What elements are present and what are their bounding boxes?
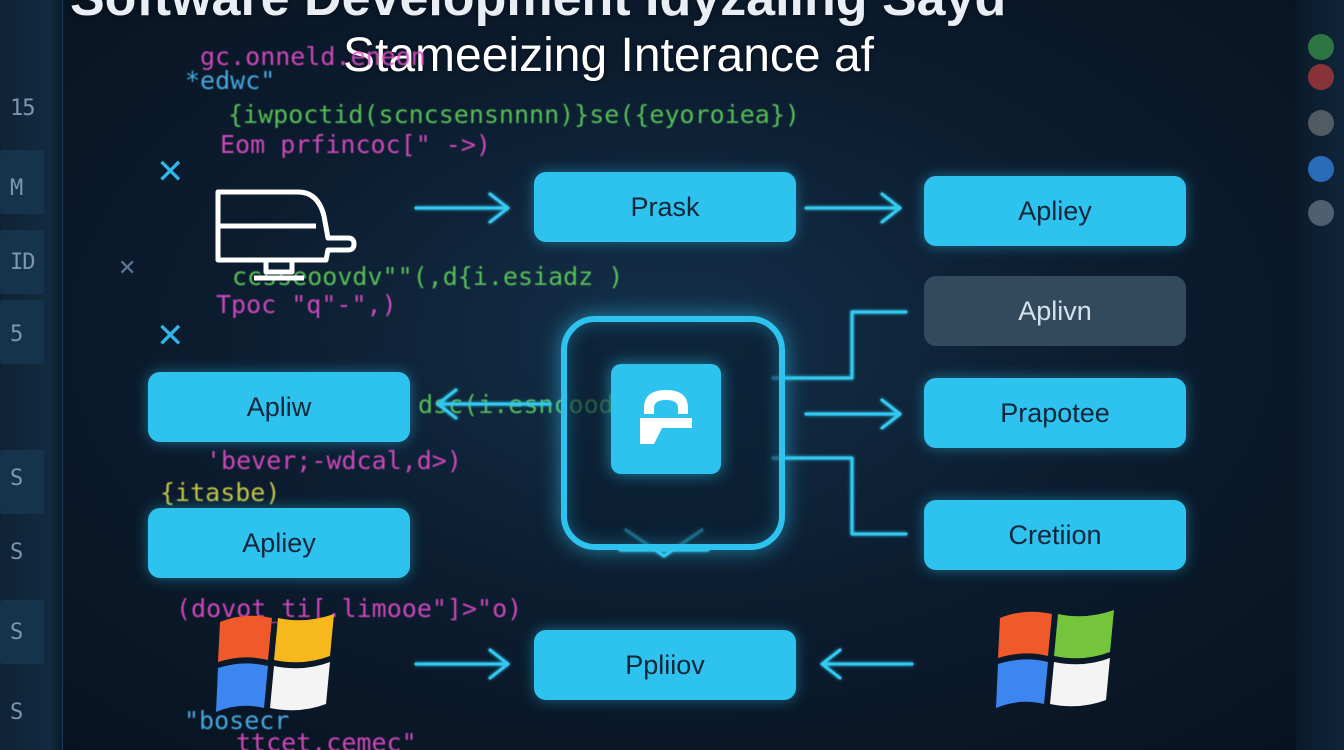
sidebar-label: 5 — [10, 322, 23, 347]
node-box-ppliiov[interactable]: Ppliiov — [534, 630, 796, 700]
page-subtitle: Stameeizing Interance af — [343, 29, 874, 82]
sidebar-block — [0, 600, 44, 664]
node-box-apliey[interactable]: Apliey — [924, 176, 1186, 246]
sidebar-label: S — [10, 700, 23, 725]
status-dot — [1308, 64, 1334, 90]
connector-elbow — [771, 456, 908, 536]
arrow-head — [488, 192, 510, 224]
code-line: Tpoc "q"-",) — [216, 290, 397, 319]
code-line: "bosecr — [184, 706, 290, 735]
node-box-prapotee[interactable]: Prapotee — [924, 378, 1186, 448]
status-dot — [1308, 200, 1334, 226]
close-icon: ✕ — [156, 152, 185, 192]
sidebar-block — [0, 150, 44, 214]
left-sidebar: 15 M ID 5 S S S S — [0, 0, 63, 750]
arrow-head — [488, 648, 510, 680]
arrow-head — [436, 388, 458, 420]
arrow-head — [820, 648, 842, 680]
sidebar-label: S — [10, 466, 23, 491]
page-title: Software Development Idyzaling Sayd — [70, 0, 1270, 28]
sidebar-block — [0, 450, 44, 514]
windows-logo-icon — [216, 614, 334, 712]
code-line: 'bever;-wdcal,d>) — [206, 446, 462, 475]
close-icon: ✕ — [156, 316, 185, 356]
node-box-cretiion[interactable]: Cretiion — [924, 500, 1186, 570]
code-line: *edwc" — [185, 66, 276, 95]
code-line: Eom prfincoc[" ->) — [220, 130, 491, 159]
node-box-apliey-left[interactable]: Apliey — [148, 508, 410, 578]
sidebar-label: S — [10, 620, 23, 645]
status-dot — [1308, 34, 1334, 60]
connector-elbow — [771, 310, 908, 380]
sidebar-label: 15 — [10, 96, 35, 121]
lock-icon — [640, 390, 692, 444]
node-box-apliw[interactable]: Apliw — [148, 372, 410, 442]
sidebar-label: ID — [10, 250, 35, 275]
sidebar-block — [0, 230, 44, 294]
code-line: ttcet.cemec" — [236, 728, 417, 750]
node-box-aplivn[interactable]: Aplivn — [924, 276, 1186, 346]
status-dot — [1308, 110, 1334, 136]
code-line: {iwpoctid(scncsensnnnn)}se({eyoroiea}) — [228, 100, 800, 129]
sidebar-label: M — [10, 176, 23, 201]
ssd-drive-icon — [215, 189, 357, 281]
code-line: gc.onneld.eneon — [200, 42, 426, 71]
sidebar-label: S — [10, 540, 23, 565]
right-sidebar — [1296, 0, 1344, 750]
windows-logo-icon — [996, 610, 1114, 708]
sidebar-block — [0, 300, 44, 364]
code-line: {itasbe) — [160, 478, 281, 507]
arrow-head — [880, 398, 902, 430]
node-box-prask[interactable]: Prask — [534, 172, 796, 242]
status-dot — [1308, 156, 1334, 182]
close-icon: ✕ — [118, 256, 137, 281]
arrow-head — [880, 192, 902, 224]
